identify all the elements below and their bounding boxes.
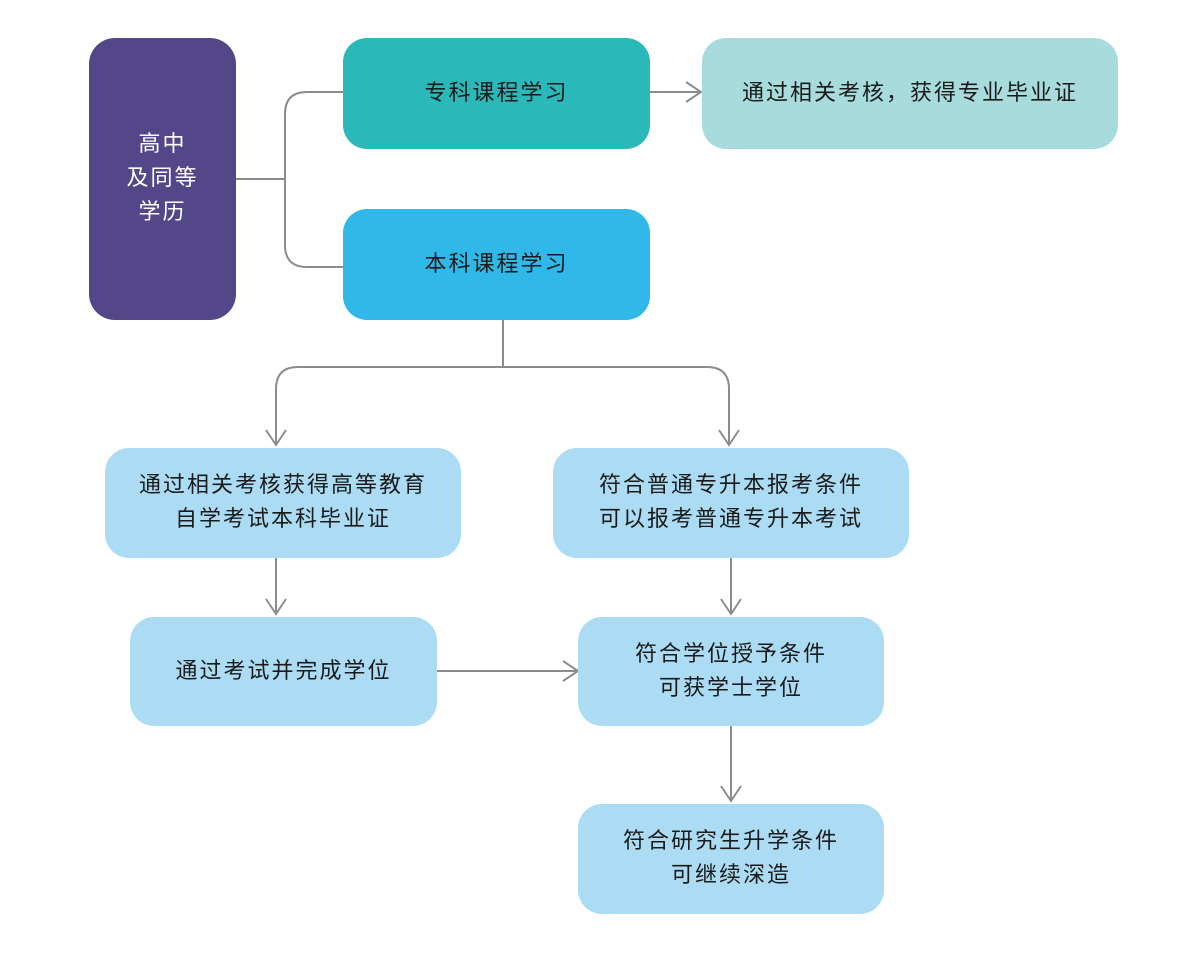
connector-to-zhuanke: [284, 91, 343, 268]
node-zhuanshengben-line-1: 符合普通专升本报考条件: [598, 473, 863, 498]
node-selfstudy-cert-line-1: 通过相关考核获得高等教育: [138, 473, 427, 498]
connector-benke-right: [503, 366, 730, 444]
node-selfstudy-cert: 通过相关考核获得高等教育 自学考试本科毕业证: [105, 448, 461, 558]
node-bachelor-degree-line-2: 可获学士学位: [658, 675, 803, 701]
connector-benke-left: [275, 366, 503, 444]
node-benke-study: 本科课程学习: [343, 209, 650, 320]
arrowhead-to-zhuanshengben: [718, 429, 740, 447]
node-start-line-2: 及同等: [126, 166, 199, 191]
node-bachelor-degree: 符合学位授予条件 可获学士学位: [578, 617, 884, 726]
node-start-line-3: 学历: [138, 200, 187, 225]
node-exam-degree: 通过考试并完成学位: [130, 617, 437, 726]
arrowhead-to-graduate: [720, 785, 742, 803]
node-zhuanshengben: 符合普通专升本报考条件 可以报考普通专升本考试: [553, 448, 909, 558]
arrowhead-zhuanke-result: [685, 81, 703, 103]
node-zhuanshengben-line-2: 可以报考普通专升本考试: [598, 507, 863, 532]
node-graduate-study: 符合研究生升学条件 可继续深造: [578, 804, 884, 914]
arrowhead-to-exam: [265, 598, 287, 616]
node-selfstudy-cert-line-2: 自学考试本科毕业证: [174, 507, 391, 532]
node-zhuanke-result-label: 通过相关考核，获得专业毕业证: [741, 80, 1078, 106]
node-zhuanke-study-label: 专科课程学习: [424, 80, 569, 106]
node-bachelor-degree-line-1: 符合学位授予条件: [634, 641, 827, 667]
node-start: 高中 及同等 学历: [89, 38, 236, 320]
node-graduate-study-line-1: 符合研究生升学条件: [622, 829, 839, 854]
node-benke-study-label: 本科课程学习: [424, 251, 569, 277]
node-exam-degree-label: 通过考试并完成学位: [175, 658, 392, 684]
arrowhead-to-selfstudy: [265, 429, 287, 447]
node-zhuanke-result: 通过相关考核，获得专业毕业证: [702, 38, 1118, 149]
node-zhuanke-study: 专科课程学习: [343, 38, 650, 149]
arrowhead-to-bachelor: [720, 598, 742, 616]
node-start-line-1: 高中: [138, 132, 187, 157]
node-graduate-study-line-2: 可继续深造: [670, 863, 791, 888]
